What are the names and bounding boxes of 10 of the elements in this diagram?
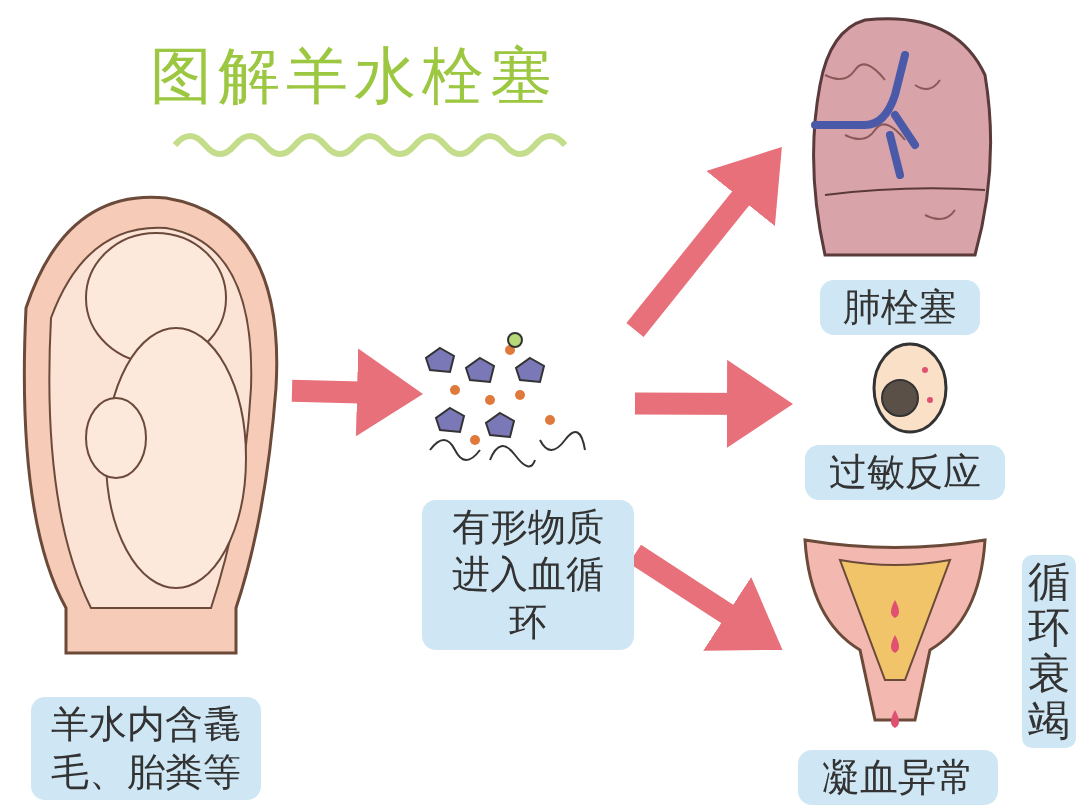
- vertical-label: 循环衰竭: [1022, 555, 1076, 748]
- title: 图解羊水栓塞: [150, 45, 558, 107]
- arrow: [291, 348, 423, 437]
- node-label: 肺栓塞: [820, 279, 980, 335]
- node-label: 过敏反应: [805, 444, 1005, 500]
- node-label: 羊水内含毳毛、胎粪等: [31, 697, 261, 800]
- arrow: [634, 359, 793, 448]
- arrow: [626, 147, 782, 337]
- node-label: 有形物质进入血循环: [421, 499, 634, 650]
- node-label: 凝血异常: [797, 749, 998, 805]
